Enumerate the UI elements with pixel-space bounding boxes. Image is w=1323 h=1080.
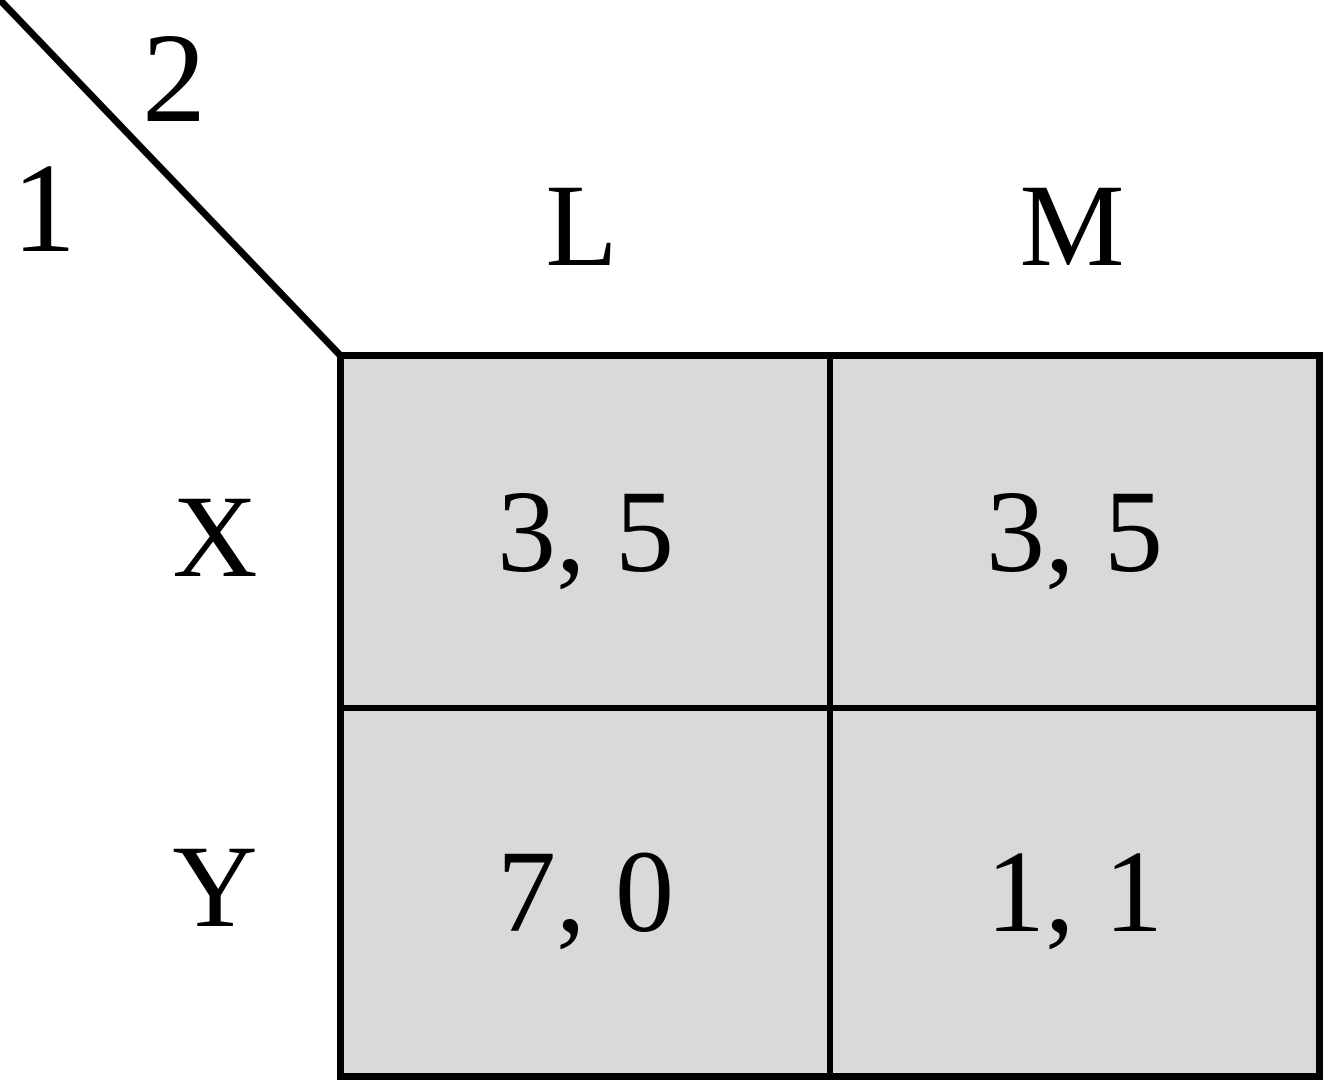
payoff-cell-y-l[interactable]: 7, 0 [344,711,833,1073]
column-header-l: L [545,160,618,291]
payoff-cell-y-m[interactable]: 1, 1 [833,711,1316,1073]
row-player-label: 1 [12,137,76,279]
row-header-x: X [172,471,258,602]
payoff-cell-x-l[interactable]: 3, 5 [344,359,833,711]
column-player-label: 2 [142,7,206,149]
row-header-y: Y [172,821,258,952]
column-header-m: M [1019,160,1125,291]
payoff-cell-x-m[interactable]: 3, 5 [833,359,1316,711]
payoff-matrix-grid: 3, 5 3, 5 7, 0 1, 1 [337,352,1323,1080]
